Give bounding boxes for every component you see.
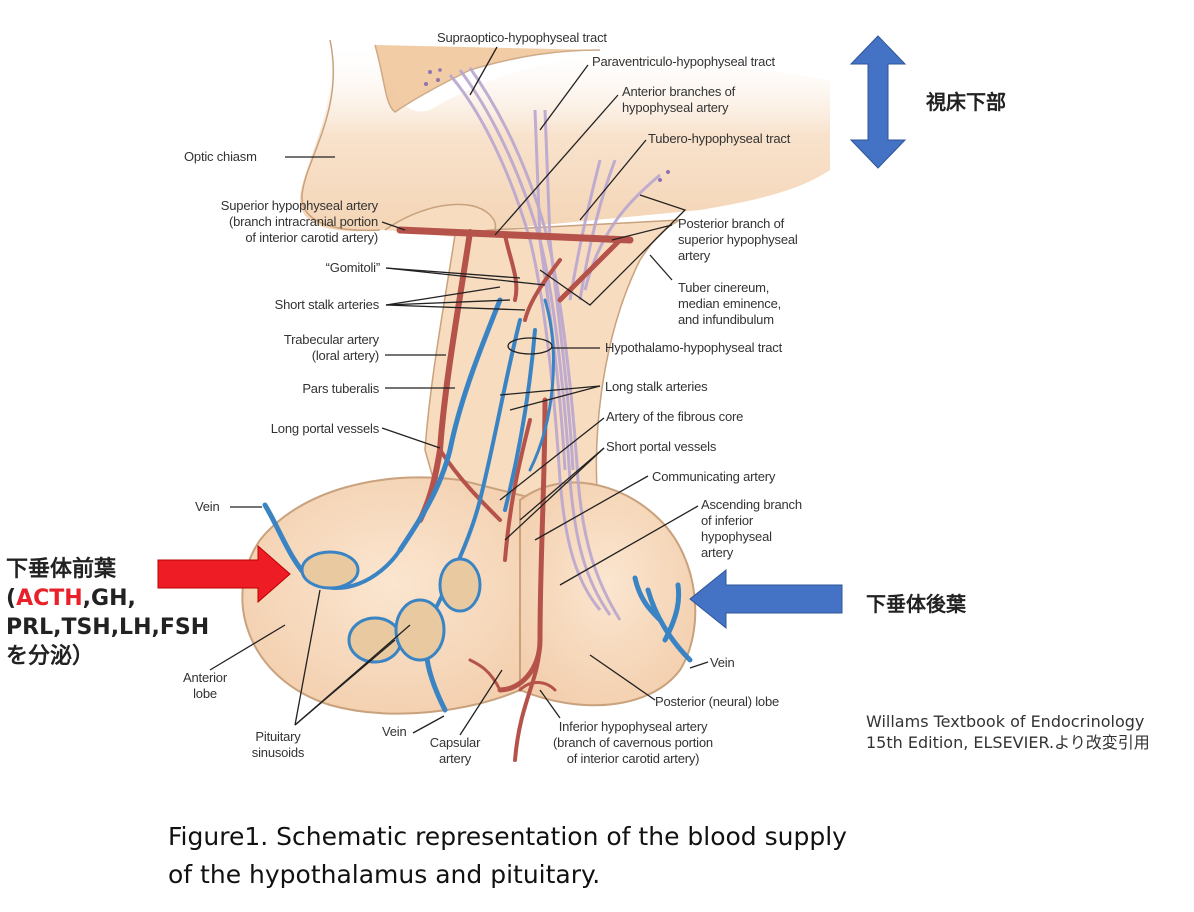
label-line: Inferior hypophyseal artery [558, 719, 708, 734]
third-ventricle-recess [374, 44, 601, 113]
anterior-lobe-arrow [157, 544, 291, 604]
label-capsular-artery: Capsular artery [420, 735, 490, 767]
posterior-lobe-arrow [689, 568, 843, 630]
pituitary-sinusoids [300, 550, 482, 664]
posterior-lobe [519, 481, 697, 707]
citation: Willams Textbook of Endocrinology 15th E… [866, 711, 1150, 753]
figure-caption: Figure1. Schematic representation of the… [168, 818, 847, 894]
label-vein-right: Vein [710, 655, 735, 670]
label-paraventriculo-tract: Paraventriculo-hypophyseal tract [592, 54, 775, 69]
label-line: (branch of cavernous portion [553, 735, 713, 750]
label-line: Anterior branches of [622, 84, 736, 99]
tract-dots [424, 68, 670, 182]
label-pituitary-sinusoids: Pituitary sinusoids [240, 729, 316, 761]
label-line: sinusoids [251, 745, 305, 760]
anterior-pituitary-hormones-line1: (ACTH,GH, [6, 584, 209, 613]
label-line: and infundibulum [678, 312, 774, 327]
label-line: artery [701, 545, 734, 560]
label-supraoptico-tract: Supraoptico-hypophyseal tract [437, 30, 607, 45]
label-long-stalk-arteries: Long stalk arteries [605, 379, 708, 394]
label-line: artery [678, 248, 711, 263]
hormones-rest: ,GH, [82, 586, 136, 611]
label-line: Pituitary [255, 729, 301, 744]
label-posterior-branch: Posterior branch of superior hypophyseal… [678, 216, 798, 264]
label-line: of interior carotid artery) [245, 230, 378, 245]
label-line: superior hypophyseal [678, 232, 798, 247]
citation-line: 15th Edition, ELSEVIER.より改変引用 [866, 733, 1150, 752]
label-anterior-branches: Anterior branches of hypophyseal artery [622, 84, 735, 116]
label-line: artery [438, 751, 472, 766]
anterior-pituitary-title: 下垂体前葉 [6, 557, 117, 582]
label-inferior-hypophyseal-artery: Inferior hypophyseal artery (branch of c… [528, 719, 738, 767]
label-line: lobe [193, 686, 217, 701]
label-vein-bottom: Vein [382, 724, 407, 739]
neural-tracts [448, 67, 661, 621]
label-communicating-artery: Communicating artery [652, 469, 776, 484]
label-line: Trabecular artery [283, 332, 379, 347]
label-trabecular-artery: Trabecular artery (loral artery) [284, 332, 379, 364]
label-anterior-lobe: Anterior lobe [180, 670, 230, 702]
label-fibrous-core-artery: Artery of the fibrous core [606, 409, 744, 424]
label-line: Anterior [183, 670, 227, 685]
label-line: Tuber cinereum, [678, 280, 770, 295]
caption-line: Figure1. Schematic representation of the… [168, 822, 847, 851]
hypothalamus-tissue [300, 40, 830, 232]
label-optic-chiasm: Optic chiasm [184, 149, 257, 164]
label-short-stalk-arteries: Short stalk arteries [274, 297, 380, 312]
anterior-pituitary-hormones-line2: PRL,TSH,LH,FSH [6, 615, 210, 640]
anterior-pituitary-secretes: を分泌） [6, 644, 95, 669]
label-line: (loral artery) [311, 348, 379, 363]
label-tubero-tract: Tubero-hypophyseal tract [648, 131, 791, 146]
label-posterior-lobe: Posterior (neural) lobe [655, 694, 780, 709]
label-vein-left: Vein [195, 499, 220, 514]
hypothalamus-double-arrow [849, 35, 907, 169]
label-gomitoli: “Gomitoli” [325, 260, 381, 275]
label-line: Superior hypophyseal artery [220, 198, 378, 213]
optic-chiasm-outline [301, 39, 381, 232]
label-line: of inferior [701, 513, 753, 528]
label-line: Capsular [429, 735, 481, 750]
paren-open: ( [6, 586, 17, 611]
leader-lines [209, 46, 709, 736]
label-superior-hypophyseal-artery: Superior hypophyseal artery (branch intr… [221, 198, 378, 246]
label-line: hypophyseal artery [622, 100, 729, 115]
label-pars-tuberalis: Pars tuberalis [302, 381, 379, 396]
label-line: Posterior branch of [678, 216, 785, 231]
label-hypothalamo-tract: Hypothalamo-hypophyseal tract [605, 340, 783, 355]
acth-highlight: ACTH [16, 586, 83, 611]
label-ascending-branch: Ascending branch of inferior hypophyseal… [701, 497, 802, 561]
label-line: hypophyseal [701, 529, 772, 544]
label-line: Ascending branch [701, 497, 802, 512]
label-line: of interior carotid artery) [566, 751, 700, 766]
label-short-portal-vessels: Short portal vessels [606, 439, 717, 454]
citation-line: Willams Textbook of Endocrinology [866, 712, 1145, 731]
annotation-posterior-pituitary: 下垂体後葉 [866, 592, 966, 616]
label-line: (branch intracranial portion [228, 214, 378, 229]
annotation-hypothalamus: 視床下部 [926, 90, 1006, 114]
annotation-anterior-pituitary: 下垂体前葉 (ACTH,GH, PRL,TSH,LH,FSH を分泌） [6, 555, 209, 671]
caption-line: of the hypothalamus and pituitary. [168, 860, 601, 889]
label-tuber-cinereum: Tuber cinereum, median eminence, and inf… [678, 280, 781, 328]
label-long-portal-vessels: Long portal vessels [270, 421, 379, 436]
label-line: median eminence, [678, 296, 782, 311]
arteries [396, 226, 634, 762]
